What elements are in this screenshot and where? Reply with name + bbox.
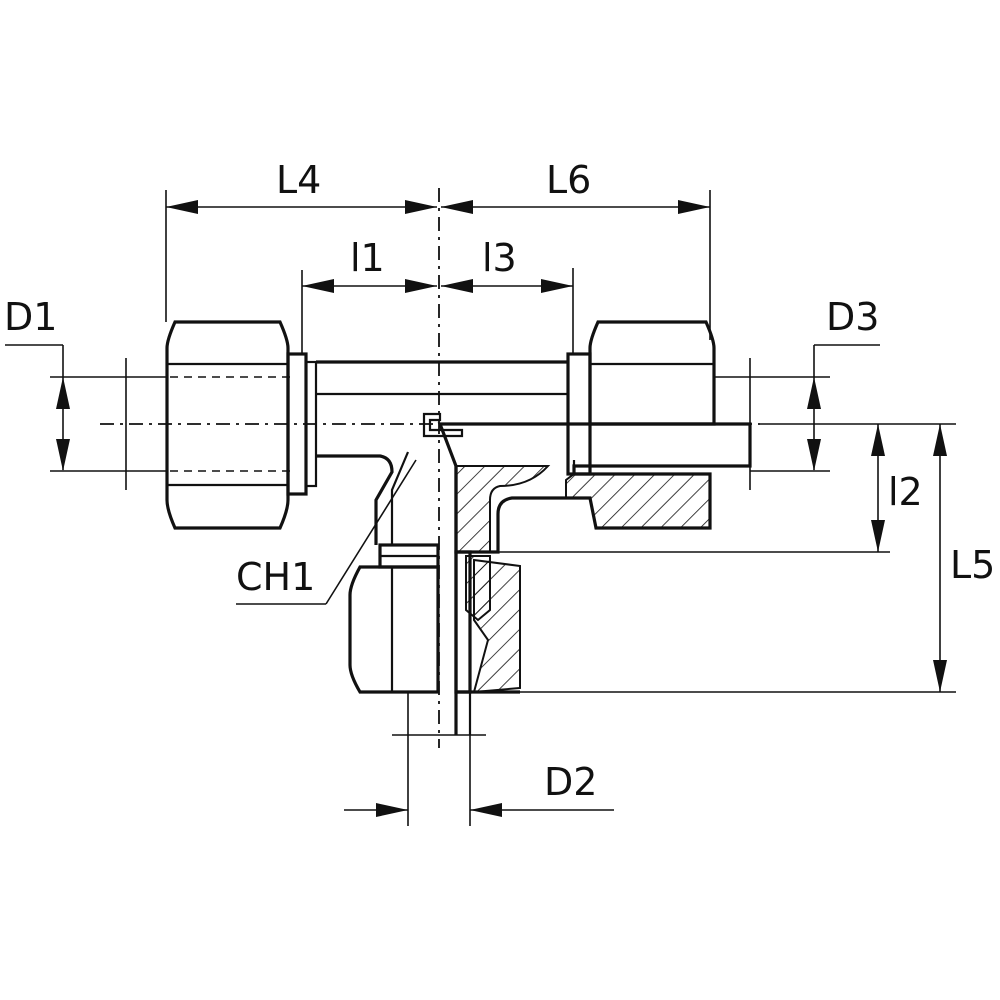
dimension-D1 [5, 344, 166, 490]
label-L6: L6 [546, 158, 591, 202]
dimension-l3 [441, 268, 574, 354]
leader-CH1 [236, 459, 417, 605]
right-section-hatched [437, 422, 752, 554]
dimension-D2 [344, 692, 614, 826]
dimension-l1 [301, 270, 437, 354]
bottom-section-hatched [454, 466, 521, 735]
dimension-D3 [714, 344, 880, 490]
bottom-ferrule-ring [378, 543, 440, 569]
label-CH1: CH1 [236, 555, 315, 599]
dimension-L5 [520, 424, 956, 693]
label-L5: L5 [950, 543, 995, 587]
dimension-l2 [470, 423, 956, 553]
right-hex-nut [588, 320, 716, 426]
label-L4: L4 [276, 158, 321, 202]
label-l1: l1 [350, 236, 385, 280]
label-D1: D1 [4, 295, 57, 339]
dimension-L6 [441, 190, 711, 340]
label-l3: l3 [482, 236, 517, 280]
left-ferrule-ring [286, 352, 318, 496]
center-tube-symbol [422, 412, 464, 438]
label-D2: D2 [544, 760, 597, 804]
left-hex-nut [165, 320, 290, 530]
dimension-L4 [165, 190, 437, 322]
label-D3: D3 [826, 295, 879, 339]
tee-body [316, 352, 592, 545]
label-l2: l2 [888, 470, 923, 514]
bottom-hex-nut [348, 565, 440, 694]
